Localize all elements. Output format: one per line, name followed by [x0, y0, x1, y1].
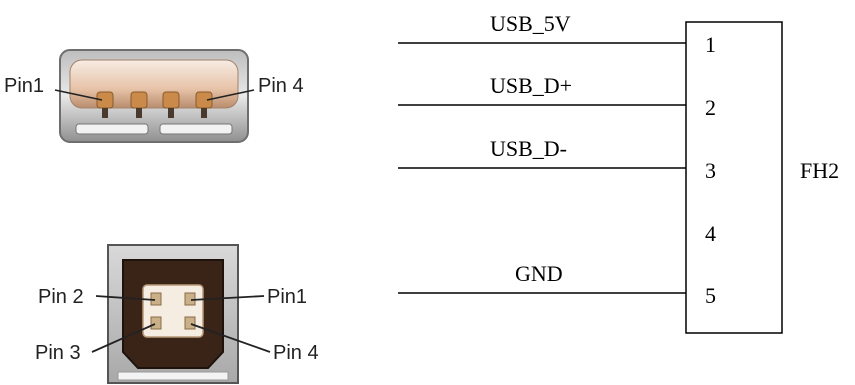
usb-a-tongue — [69, 59, 239, 109]
usb-b-leader-pin4 — [190, 323, 271, 353]
usb-a-leader-right — [206, 89, 255, 101]
usb-a-connector: Pin1 Pin 4 — [4, 49, 304, 143]
connector-ref-label: FH2 — [800, 158, 839, 183]
net-label-usb-d-plus: USB_D+ — [490, 73, 572, 98]
fh2-connector-box — [685, 21, 783, 334]
usb-b-pin4-label: Pin 4 — [273, 342, 319, 364]
usb-b-contact-3 — [150, 316, 162, 330]
usb-a-latch-left — [75, 123, 149, 135]
usb-a-contact-2 — [130, 91, 148, 109]
usb-a-contact-3 — [162, 91, 180, 109]
usb-b-pin2-label: Pin 2 — [38, 286, 84, 308]
usb-b-pin1-label: Pin1 — [267, 286, 307, 308]
fh2-schematic: USB_5V USB_D+ USB_D- GND 1 2 3 4 5 FH2 — [398, 11, 839, 334]
usb-a-leader-left — [54, 89, 103, 101]
usb-a-contacts — [96, 91, 213, 118]
pin-number-3: 3 — [705, 158, 716, 183]
usb-b-leader-pin1 — [190, 295, 265, 301]
usb-a-pin1-label: Pin1 — [4, 75, 44, 97]
usb-b-contact-4 — [184, 316, 196, 330]
pin-number-4: 4 — [705, 221, 716, 246]
pin-number-5: 5 — [705, 283, 716, 308]
usb-b-leader-pin2 — [95, 295, 156, 301]
net-label-gnd: GND — [515, 261, 563, 286]
usb-b-connector: Pin 2 Pin1 Pin 3 Pin 4 — [35, 244, 319, 384]
usb-a-leg-1 — [102, 108, 108, 118]
net-label-usb-d-minus: USB_D- — [490, 136, 567, 161]
usb-a-leg-2 — [136, 108, 142, 118]
usb-a-pin4-label: Pin 4 — [258, 75, 304, 97]
usb-a-latch-right — [159, 123, 233, 135]
usb-b-leader-pin3 — [91, 323, 156, 353]
usb-a-leg-4 — [201, 108, 207, 118]
usb-a-leg-3 — [168, 108, 174, 118]
usb-b-pin3-label: Pin 3 — [35, 342, 81, 364]
pin-number-2: 2 — [705, 95, 716, 120]
pin-number-1: 1 — [705, 32, 716, 57]
usb-b-base — [117, 371, 229, 381]
net-label-usb-5v: USB_5V — [490, 11, 571, 36]
